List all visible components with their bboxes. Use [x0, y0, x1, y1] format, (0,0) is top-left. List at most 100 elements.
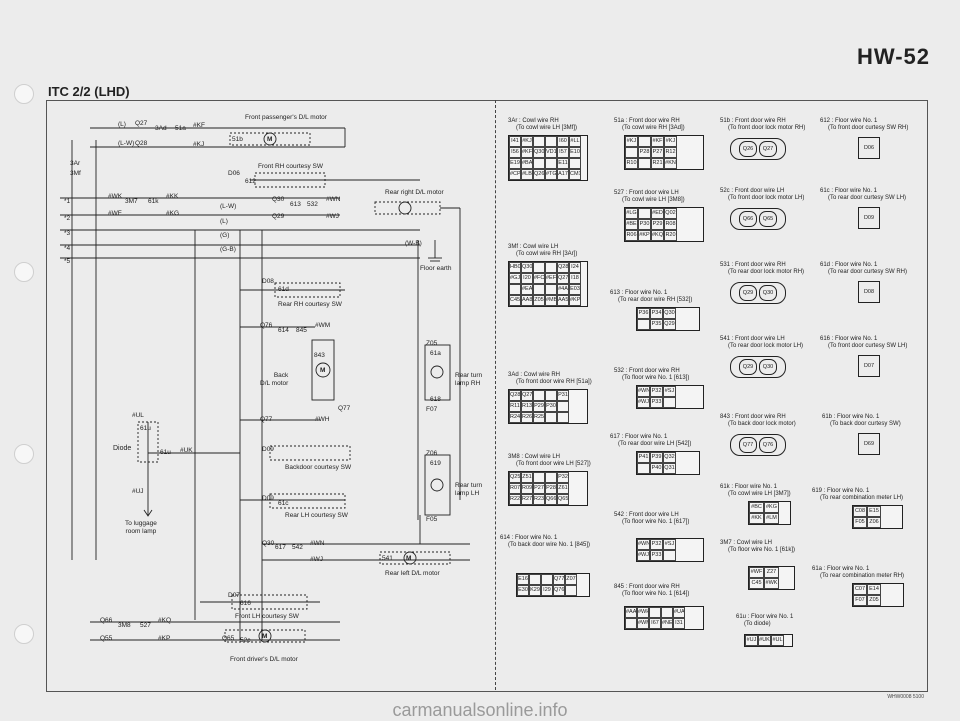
- code-z05: Z05: [426, 340, 438, 347]
- diagram-frame: [46, 100, 928, 692]
- motor-m-driver: M: [262, 633, 268, 640]
- code-614: 614: [278, 327, 289, 334]
- marker-2: *2: [64, 215, 71, 222]
- code-wn-b: #WN: [310, 540, 325, 547]
- code-q66: Q66: [100, 617, 113, 624]
- connector-61a: 61a : Floor wire No. 1 (To rear combinat…: [812, 566, 905, 607]
- binder-hole: [14, 444, 34, 464]
- code-3m7: 3M7: [125, 198, 138, 205]
- connector-3ar: 3Ar : Cowl wire RH (To cowl wire LH [3Mf…: [508, 118, 588, 181]
- connector-3m8: 3M8 : Cowl wire LH (To front door wire L…: [508, 454, 591, 506]
- code-wf: #WF: [108, 210, 122, 217]
- code-61c: 61c: [278, 500, 289, 507]
- connector-616: 616 : Floor wire No. 1 (To front door cu…: [820, 336, 907, 377]
- marker-1: *1: [64, 198, 71, 205]
- front-passenger-motor-label: Front passenger's D/L motor: [245, 114, 327, 121]
- front-driver-motor-label: Front driver's D/L motor: [230, 656, 298, 663]
- code-52c: 52c: [240, 637, 251, 644]
- rear-turn-rh-label: Rear turn lamp RH: [455, 372, 483, 387]
- wire-color-l: (L): [118, 121, 126, 128]
- code-wk: #WK: [108, 193, 123, 200]
- connector-61u: 61u : Floor wire No. 1 (To diode) #UJ#UK…: [736, 614, 794, 647]
- connector-845: 845 : Front door wire RH (To floor wire …: [614, 584, 704, 630]
- connector-542: 542 : Front door wire LH (To floor wire …: [614, 512, 704, 562]
- motor-m-1: M: [267, 136, 273, 143]
- code-wh: #WH: [315, 416, 330, 423]
- code-61a: 61a: [430, 350, 441, 357]
- connector-61c: 61c : Floor wire No. 1 (To rear door cur…: [820, 188, 906, 229]
- code-61u: 61u: [140, 425, 151, 432]
- code-kq: #KQ: [158, 617, 172, 624]
- code-612: 612: [245, 178, 256, 185]
- connector-619: 619 : Floor wire No. 1 (To rear combinat…: [812, 488, 904, 529]
- code-3m8: 3M8: [118, 622, 131, 629]
- code-61u-b: 61u: [160, 449, 171, 456]
- code-845: 845: [296, 327, 307, 334]
- code-541: 541: [382, 555, 393, 562]
- marker-4: *4: [64, 245, 71, 252]
- code-f05: F05: [426, 516, 438, 523]
- binder-hole: [14, 624, 34, 644]
- front-lh-sw-label: Front LH courtesy SW: [235, 613, 299, 620]
- code-d06: D06: [228, 170, 240, 177]
- connector-3ad: 3Ad : Cowl wire RH (To front door wire R…: [508, 372, 592, 424]
- code-q28: Q28: [135, 140, 148, 147]
- connector-61d: 61d : Floor wire No. 1 (To rear door cur…: [820, 262, 907, 303]
- wire-color-lw: (L-W): [118, 140, 135, 147]
- code-51a: 51a: [175, 125, 186, 132]
- code-z06: Z06: [426, 450, 438, 457]
- wire-color-lw-2: (L-W): [220, 203, 237, 210]
- connector-61k: 61k : Floor wire No. 1 (To cowl wire LH …: [720, 484, 791, 525]
- rear-left-motor-label: Rear left D/L motor: [385, 570, 440, 577]
- connector-sub: (To cowl wire LH [3Mf]): [516, 125, 578, 131]
- connector-541: 541 : Front door wire LH (To rear door l…: [720, 336, 803, 378]
- code-d69: D09: [262, 446, 274, 453]
- code-wn: #WN: [326, 196, 341, 203]
- luggage-lamp-label: To luggage room lamp: [125, 520, 157, 535]
- code-q27: Q27: [135, 120, 148, 127]
- connector-3mf: 3Mf : Cowl wire LH (To cowl wire RH [3Ar…: [508, 244, 588, 307]
- footer-code: WHW0008 5100: [887, 694, 924, 700]
- marker-3: *3: [64, 230, 71, 237]
- code-843: 843: [314, 352, 325, 359]
- floor-earth-label: Floor earth: [420, 265, 452, 272]
- code-ul: #UL: [132, 412, 144, 419]
- code-q77: Q77: [338, 405, 351, 412]
- code-617: 617: [275, 544, 286, 551]
- connector-3m7: 3M7 : Cowl wire LH (To floor wire No. 1 …: [720, 540, 796, 590]
- wire-color-g: (G): [220, 232, 230, 239]
- watermark: carmanualsonline.info: [392, 700, 568, 720]
- connector-612: 612 : Floor wire No. 1 (To front door cu…: [820, 118, 908, 159]
- connector-61b: 61b : Floor wire No. 1 (To back door cur…: [822, 414, 901, 455]
- code-q76: Q76: [260, 322, 273, 329]
- connector-613: 613 : Floor wire No. 1 (To rear door wir…: [610, 290, 700, 331]
- connector-527: 527 : Front door wire LH (To cowl wire L…: [614, 190, 704, 242]
- marker-5: *5: [64, 258, 71, 265]
- binder-hole: [14, 84, 34, 104]
- connector-title: 3Ar : Cowl wire RH: [508, 118, 559, 124]
- motor-m-rear-left: M: [406, 555, 412, 562]
- code-51b: 51b: [232, 136, 243, 143]
- motor-m-back: M: [320, 367, 326, 374]
- code-uk: #UK: [180, 447, 193, 454]
- wire-color-wb: (W-B): [405, 240, 422, 247]
- code-wj-b: #WJ: [310, 556, 323, 563]
- code-kj: #KJ: [193, 141, 205, 148]
- code-wj: #WJ: [326, 213, 339, 220]
- code-kp: #KP: [158, 635, 171, 642]
- wire-color-gb: (G-B): [220, 246, 236, 253]
- backdoor-sw-label: Backdoor courtesy SW: [285, 464, 352, 471]
- panel-divider: [495, 100, 496, 690]
- code-q30b: Q30: [262, 540, 275, 547]
- page-title: ITC 2/2 (LHD): [48, 84, 130, 99]
- code-542: 542: [292, 544, 303, 551]
- code-q30: Q30: [272, 196, 285, 203]
- connector-51a: 51a : Front door wire RH (To cowl wire R…: [614, 118, 704, 170]
- connector-51b: 51b : Front door wire RH (To front door …: [720, 118, 805, 160]
- connector-843: 843 : Front door wire RH (To back door l…: [720, 414, 796, 456]
- code-d09: D09: [262, 495, 274, 502]
- back-motor-label: Back D/L motor: [260, 372, 289, 387]
- code-q55: Q55: [100, 635, 113, 642]
